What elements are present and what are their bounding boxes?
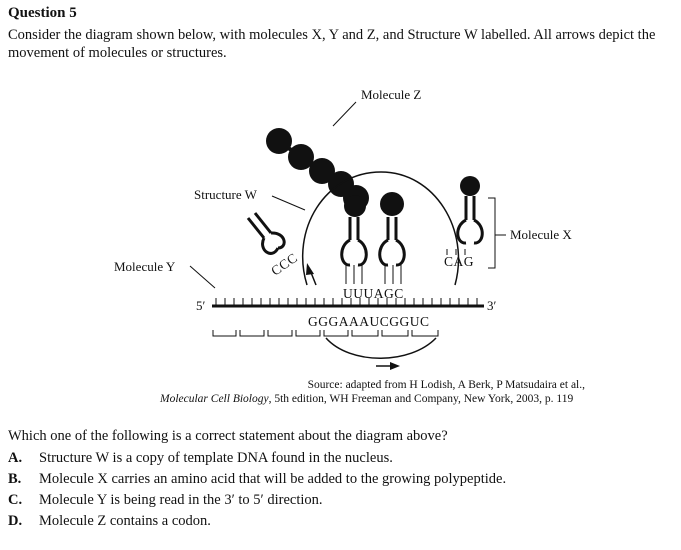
structure-w-label: Structure W [194, 187, 258, 202]
molecule-z-pointer [332, 101, 357, 127]
structure-w-pointer [271, 195, 306, 211]
five-prime-label: 5′ [196, 298, 206, 313]
question-stem: Consider the diagram shown below, with m… [8, 27, 656, 61]
molecule-y-pointer [189, 265, 216, 289]
option-d[interactable]: D.Molecule Z contains a codon. [8, 513, 211, 529]
codon-brackets [212, 330, 439, 337]
question-prompt: Which one of the following is a correct … [8, 428, 448, 444]
answer-options: A.Structure W is a copy of template DNA … [8, 450, 506, 534]
question-title: Question 5 [8, 5, 77, 21]
direction-arrow [390, 362, 400, 370]
incoming-trna [456, 176, 484, 245]
molecule-y-label: Molecule Y [114, 259, 176, 274]
mrna-sequence: GGGAAAUCGGUC [308, 314, 430, 329]
mrna-ticks [215, 298, 478, 306]
ribosome-large-subunit [302, 171, 460, 286]
trna-p-site [340, 195, 368, 284]
molecule-x-bracket [488, 197, 496, 269]
ribosome-translation-diagram: Molecule Z CAG [114, 87, 572, 370]
option-a[interactable]: A.Structure W is a copy of template DNA … [8, 450, 393, 466]
option-b[interactable]: B.Molecule X carries an amino acid that … [8, 471, 507, 487]
three-prime-label: 3′ [487, 298, 497, 313]
exiting-trna [246, 212, 286, 255]
ribosome-small-subunit [325, 337, 437, 359]
exit-arrow [306, 263, 314, 275]
source-citation: Source: adapted from H Lodish, A Berk, P… [160, 379, 585, 405]
trna-a-site [378, 192, 406, 284]
molecule-x-label: Molecule X [510, 227, 572, 242]
anticodon-x: CAG [444, 254, 474, 269]
molecule-z-label: Molecule Z [361, 87, 421, 102]
option-c[interactable]: C.Molecule Y is being read in the 3′ to … [8, 492, 323, 508]
anticodon-mid: UUUAGC [343, 286, 404, 301]
